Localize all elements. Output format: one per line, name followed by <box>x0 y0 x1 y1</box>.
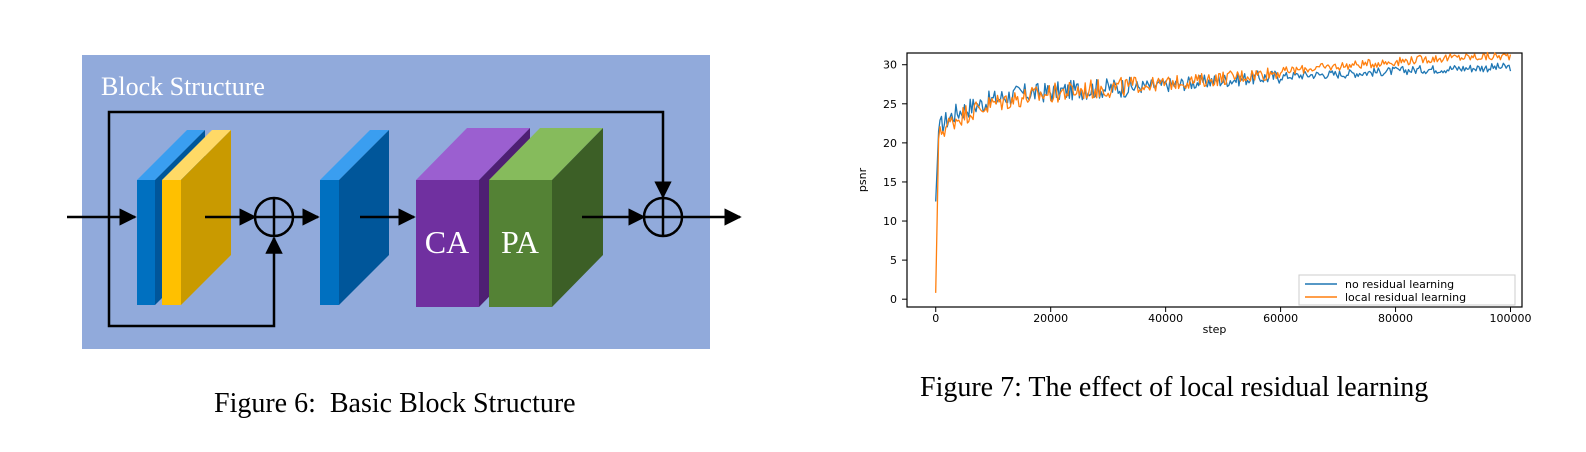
legend-label: no residual learning <box>1345 278 1454 291</box>
plot-frame <box>906 52 1523 308</box>
flow-arrows <box>67 110 742 328</box>
pa-block: PA <box>489 128 603 307</box>
series-line-1 <box>935 62 1512 202</box>
y-tick-label: 10 <box>883 215 897 228</box>
psnr-line-chart: 0 20000 40000 60000 80000 100000 0 5 10 15 20 25 30 s… <box>856 51 1532 336</box>
pa-label: PA <box>501 224 539 260</box>
y-tick-label: 25 <box>883 98 897 111</box>
x-tick-label: 100000 <box>1490 312 1532 325</box>
figure-7-caption: Figure 7: The effect of local residual l… <box>920 372 1429 403</box>
x-tick-label: 0 <box>932 312 939 325</box>
y-tick-label: 0 <box>890 293 897 306</box>
x-tick-label: 80000 <box>1378 312 1413 325</box>
sum-node-2 <box>642 196 684 238</box>
x-axis-label: step <box>1203 323 1227 336</box>
series-line-2 <box>935 51 1512 293</box>
panel-title: Block Structure <box>101 72 265 101</box>
figure-6-caption: Figure 6: Basic Block Structure <box>214 388 576 419</box>
x-tick-label: 20000 <box>1033 312 1068 325</box>
y-tick-label: 30 <box>883 59 897 72</box>
chart-axes: 0 20000 40000 60000 80000 100000 0 5 10 15 20 25 30 s… <box>856 52 1532 336</box>
y-tick-label: 20 <box>883 137 897 150</box>
block-structure-diagram: Block Structure CA PA <box>67 55 742 349</box>
y-tick-label: 5 <box>890 254 897 267</box>
legend-box <box>1298 274 1516 306</box>
x-tick-label: 60000 <box>1263 312 1298 325</box>
y-axis-label: psnr <box>856 167 869 192</box>
y-tick-label: 15 <box>883 176 897 189</box>
sum-node-1 <box>253 196 295 238</box>
legend-label: local residual learning <box>1345 291 1466 304</box>
x-tick-label: 40000 <box>1148 312 1183 325</box>
ca-label: CA <box>425 224 469 260</box>
chart-series <box>935 51 1512 293</box>
